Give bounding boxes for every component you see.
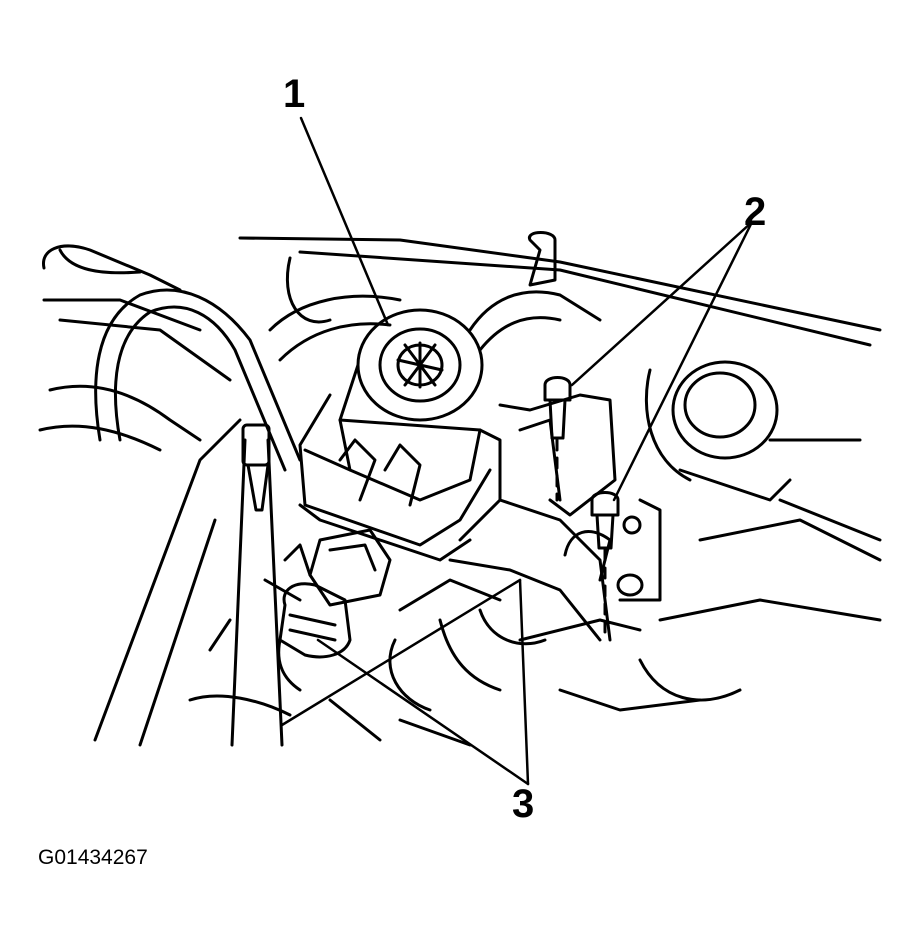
lower-engine-outline — [190, 620, 700, 745]
solenoid-component — [300, 310, 500, 560]
leader-line-3b — [520, 580, 528, 784]
figure-id-label: G01434267 — [38, 846, 148, 869]
bolt-lower — [592, 493, 618, 549]
vertical-cable-rod — [232, 425, 282, 745]
callout-1: 1 — [283, 72, 306, 116]
leader-line-2b — [614, 222, 752, 500]
mounting-bracket — [390, 395, 640, 710]
reservoir-cylinder — [529, 233, 880, 701]
engine-background-outline — [40, 238, 880, 745]
bolts — [545, 378, 618, 641]
callout-2: 2 — [744, 190, 767, 234]
leader-lines — [282, 118, 752, 784]
leader-line-2a — [572, 222, 752, 385]
leader-line-3a — [318, 640, 528, 784]
hose-lines — [96, 290, 600, 470]
bolt-upper — [545, 378, 570, 439]
electrical-connectors — [265, 530, 390, 690]
leader-line-1 — [301, 118, 388, 325]
callout-3: 3 — [512, 782, 535, 826]
leader-line-3c — [282, 580, 520, 725]
